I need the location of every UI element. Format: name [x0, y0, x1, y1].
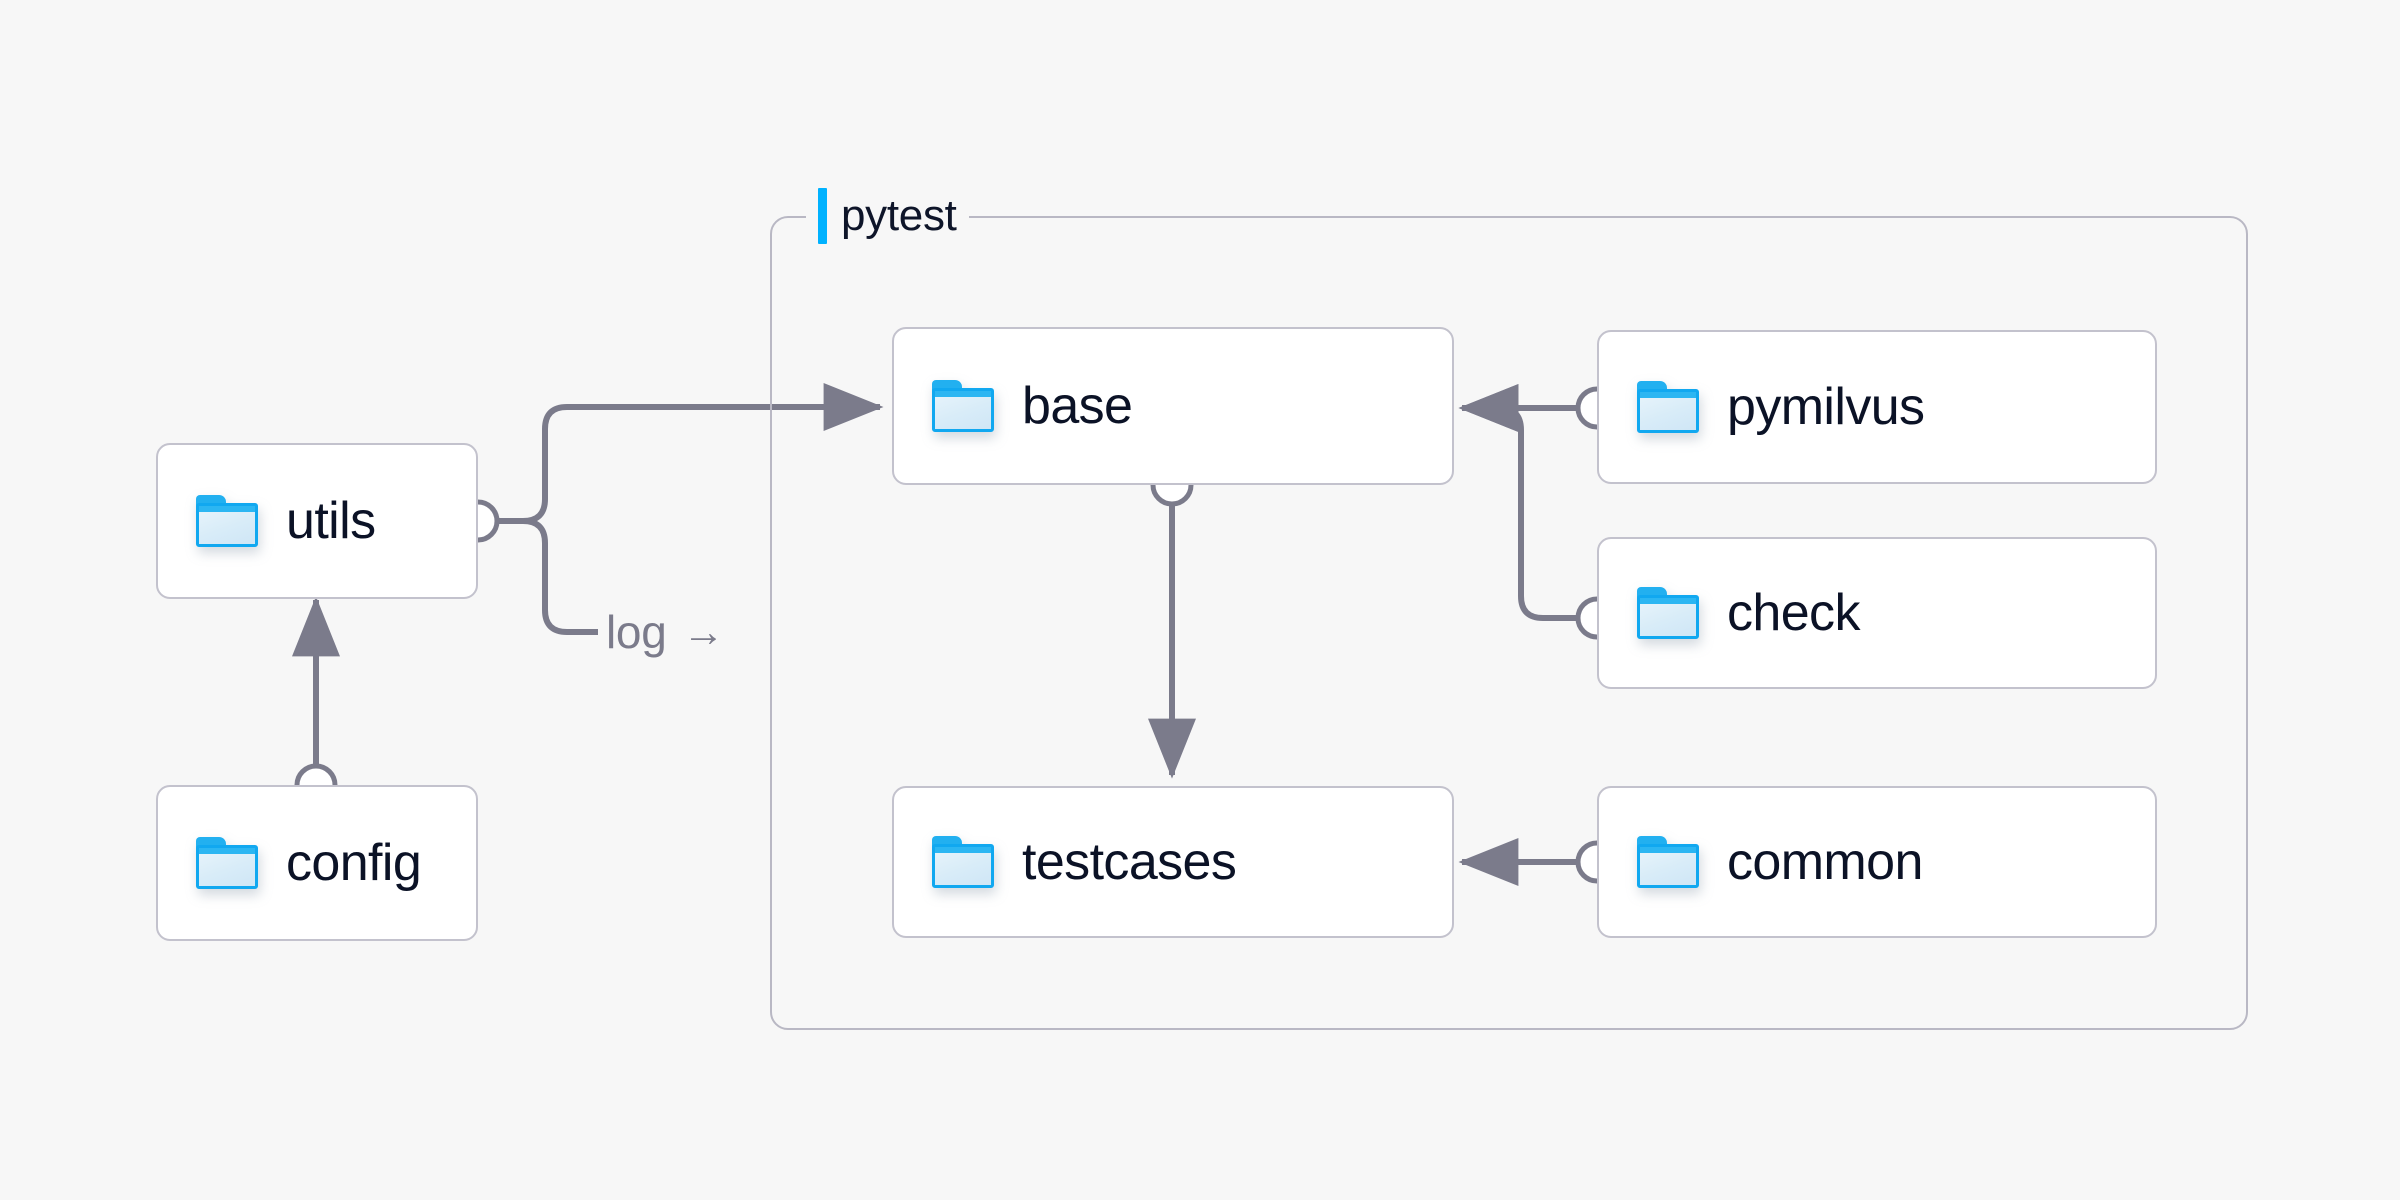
folder-icon — [1637, 836, 1699, 888]
edge-label-log: log → — [606, 606, 725, 658]
node-common[interactable]: common — [1597, 786, 2157, 938]
folder-icon — [932, 380, 994, 432]
node-label-pymilvus: pymilvus — [1727, 378, 1925, 436]
folder-icon — [196, 495, 258, 547]
folder-icon — [196, 837, 258, 889]
folder-icon — [932, 836, 994, 888]
group-title-text: pytest — [841, 191, 957, 240]
node-label-common: common — [1727, 833, 1923, 891]
node-label-config: config — [286, 834, 422, 892]
node-config[interactable]: config — [156, 785, 478, 941]
node-label-check: check — [1727, 584, 1860, 642]
edge-utils-to-log — [497, 518, 598, 635]
node-label-testcases: testcases — [1022, 833, 1237, 891]
node-base[interactable]: base — [892, 327, 1454, 485]
node-pymilvus[interactable]: pymilvus — [1597, 330, 2157, 484]
node-label-utils: utils — [286, 492, 376, 550]
group-label-pytest: pytest — [806, 187, 969, 245]
node-label-base: base — [1022, 377, 1133, 435]
edge-label-log-text: log — [606, 606, 667, 658]
folder-icon — [1637, 587, 1699, 639]
node-check[interactable]: check — [1597, 537, 2157, 689]
arrow-right-icon: → — [682, 608, 725, 655]
group-container-pytest[interactable] — [770, 216, 2248, 1030]
node-testcases[interactable]: testcases — [892, 786, 1454, 938]
group-accent-bar — [818, 188, 827, 244]
folder-icon — [1637, 381, 1699, 433]
node-utils[interactable]: utils — [156, 443, 478, 599]
